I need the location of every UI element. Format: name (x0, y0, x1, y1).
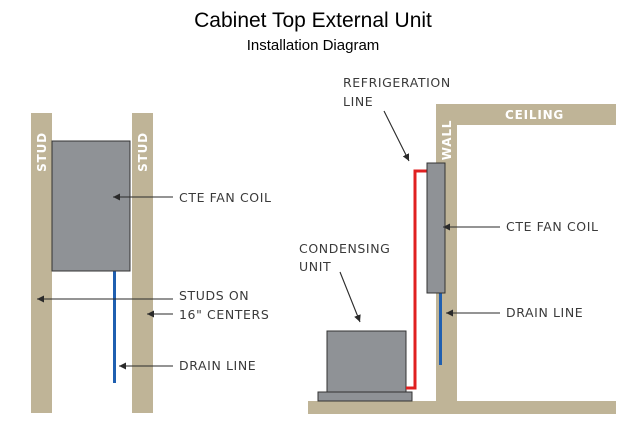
condensing-arrow (339, 271, 361, 323)
fan-coil-label-left: CTE FAN COIL (179, 190, 272, 205)
studs-label-line2: 16" CENTERS (179, 307, 269, 322)
right-view: WALL CEILING REFRIGERATION LINE CONDENSI… (299, 75, 616, 414)
condensing-unit (326, 330, 407, 393)
diagram-title: Cabinet Top External Unit (194, 9, 432, 32)
condensing-label-line2: UNIT (299, 259, 331, 274)
studs-label-line1: STUDS ON (179, 288, 249, 303)
ceiling-label: CEILING (505, 108, 564, 122)
stud-right-label: STUD (136, 132, 150, 172)
drain-line-left (113, 270, 116, 383)
drain-line-right (439, 293, 442, 365)
fan-coil-label-right: CTE FAN COIL (506, 219, 599, 234)
drain-label-left: DRAIN LINE (179, 358, 256, 373)
drain-label-right: DRAIN LINE (506, 305, 583, 320)
stud-left (31, 113, 52, 413)
stud-right (132, 113, 153, 413)
floor (308, 401, 616, 414)
diagram-subtitle: Installation Diagram (247, 37, 380, 54)
refrigeration-line (406, 169, 428, 390)
refrigeration-label-line2: LINE (343, 94, 373, 109)
left-view: STUD STUD CTE FAN COIL STUDS ON 16" CENT… (31, 113, 272, 413)
wall-label: WALL (440, 120, 454, 160)
ceiling (436, 104, 616, 125)
stud-left-label: STUD (35, 132, 49, 172)
refrigeration-label-line1: REFRIGERATION (343, 75, 451, 90)
refrigeration-arrow (383, 110, 410, 162)
condensing-label-line1: CONDENSING (299, 241, 390, 256)
cte-fan-coil-left (51, 140, 131, 272)
condensing-unit-base (317, 391, 413, 402)
cte-fan-coil-right (426, 162, 446, 294)
